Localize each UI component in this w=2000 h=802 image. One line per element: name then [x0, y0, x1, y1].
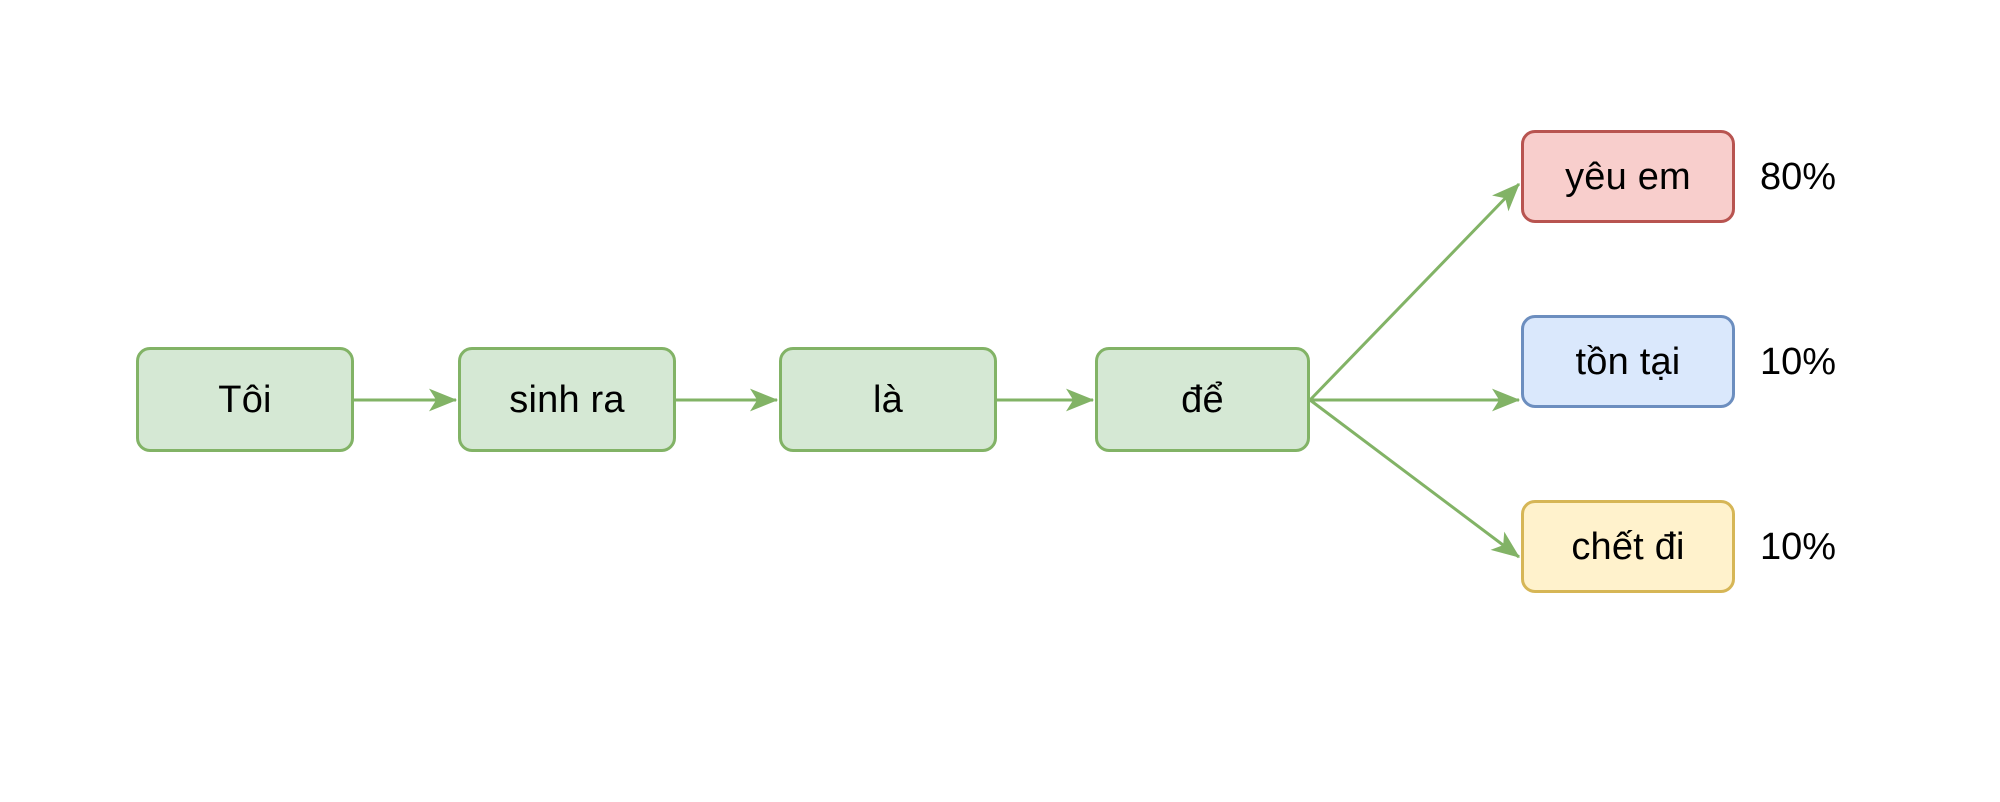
node-chet-di-label: chết đi	[1571, 525, 1685, 568]
probability-ton-tai: 10%	[1760, 341, 1837, 383]
node-chet-di[interactable]: chết đi	[1521, 500, 1735, 593]
node-ton-tai-label: tồn tại	[1575, 340, 1681, 383]
node-toi[interactable]: Tôi	[136, 347, 354, 452]
edge-de-chetdi	[1309, 398, 1520, 559]
node-sinh-ra-label: sinh ra	[509, 378, 625, 421]
node-de-label: để	[1181, 378, 1224, 421]
probability-yeu-em: 80%	[1760, 156, 1837, 198]
node-toi-label: Tôi	[218, 378, 272, 421]
node-de[interactable]: để	[1095, 347, 1310, 452]
node-yeu-em[interactable]: yêu em	[1521, 130, 1735, 223]
node-yeu-em-label: yêu em	[1565, 155, 1691, 198]
node-la-label: là	[873, 378, 903, 421]
node-sinh-ra[interactable]: sinh ra	[458, 347, 676, 452]
node-la[interactable]: là	[779, 347, 997, 452]
probability-chet-di: 10%	[1760, 526, 1837, 568]
edge-de-yeuem	[1308, 182, 1521, 402]
node-ton-tai[interactable]: tồn tại	[1521, 315, 1735, 408]
